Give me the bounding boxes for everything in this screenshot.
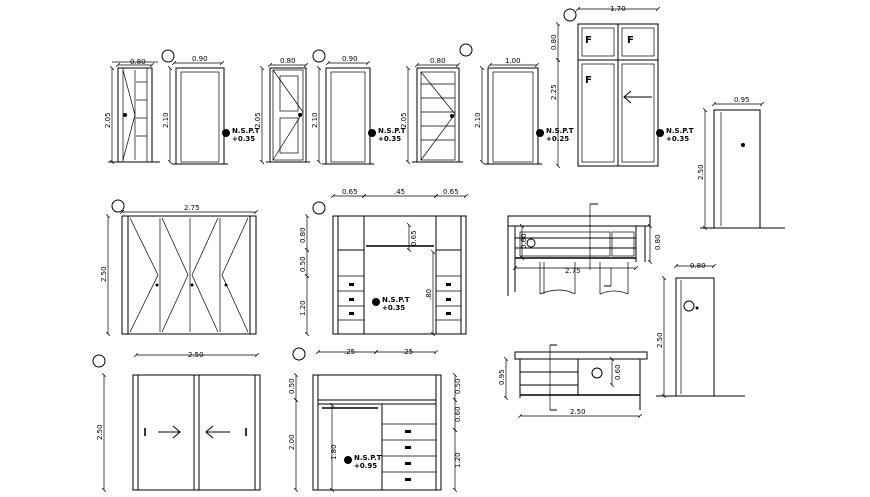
closet-width-1: 0.65 — [342, 188, 358, 196]
door-a-elevation: 0.80 2.05 — [104, 58, 160, 162]
closet-section-height-2: 0.80 — [654, 234, 662, 250]
closet-width-3: 0.65 — [443, 188, 459, 196]
door-d-width: 0.90 — [342, 55, 358, 63]
door-a-height: 2.05 — [104, 112, 112, 128]
cabinet-tall-height: 2.25 — [550, 84, 558, 100]
door-b-width: 0.90 — [192, 55, 208, 63]
door-a-width: 0.80 — [130, 58, 146, 66]
closet-bottom-level-label: N.S.P.T — [354, 454, 382, 462]
level-marker-icon — [368, 129, 376, 137]
door-f-elevation: 1.00 2.10 N.S.P.T +0.25 — [474, 57, 574, 165]
door-c-height: 2.05 — [254, 112, 262, 128]
closet-bottom-left-height-1: 0.50 — [288, 378, 296, 394]
closet-elevation: 0.65 .45 0.65 0.80 0.50 1.20 0.65 .80 — [299, 188, 466, 334]
closet-section-width: 2.75 — [565, 267, 581, 275]
door-f-level-value: +0.25 — [546, 135, 569, 143]
section-marker-icon — [312, 49, 326, 63]
cabinet-tall-level-value: +0.35 — [666, 135, 689, 143]
closet-bottom-width-2: .25 — [402, 348, 413, 356]
level-marker-icon — [536, 129, 544, 137]
folding-wardrobe-width: 2.75 — [184, 204, 200, 212]
folding-wardrobe-elevation: 2.75 2.50 — [100, 199, 256, 334]
closet-width-2: .45 — [394, 188, 405, 196]
counter-width: 2.50 — [570, 408, 586, 416]
door-b-height: 2.10 — [162, 112, 170, 128]
closet-bottom-elevation: .25 .25 0.50 2.00 1.80 0.50 0.60 1.20 N.… — [288, 347, 462, 490]
sliding-wardrobe-width: 2.50 — [188, 351, 204, 359]
closet-left-height-2: 0.50 — [299, 256, 307, 272]
section-marker-icon — [683, 300, 695, 312]
door-d-elevation: 0.90 2.10 N.S.P.T +0.35 — [311, 49, 406, 165]
door-small-width: 0.80 — [690, 262, 706, 270]
door-small-height: 2.50 — [656, 332, 664, 348]
section-marker-icon — [292, 347, 306, 361]
closet-section-height-1: 0.60 — [520, 233, 528, 249]
cabinet-tall-width: 1.70 — [610, 5, 626, 13]
cabinet-tall-top-height: 0.80 — [550, 34, 558, 50]
door-f-level-label: N.S.P.T — [546, 127, 574, 135]
level-marker-icon — [372, 298, 380, 306]
level-marker-icon — [656, 129, 664, 137]
section-marker-icon — [459, 43, 473, 57]
door-small-elevation: 0.80 2.50 — [656, 262, 745, 396]
section-marker-icon — [312, 201, 326, 215]
counter-elevation: 0.95 0.60 2.50 — [498, 344, 648, 416]
cabinet-tall-panel-1: F — [585, 35, 592, 46]
section-marker-icon — [161, 49, 175, 63]
closet-bottom-left-height-2: 2.00 — [288, 434, 296, 450]
door-e-width: 0.80 — [430, 57, 446, 65]
door-f-width: 1.00 — [505, 57, 521, 65]
door-d-level-label: N.S.P.T — [378, 127, 406, 135]
door-right-width: 0.95 — [734, 96, 750, 104]
closet-bottom-right-height-2: 0.60 — [454, 406, 462, 422]
door-b-level-label: N.S.P.T — [232, 127, 260, 135]
door-c-width: 0.80 — [280, 57, 296, 65]
closet-level-value: +0.35 — [382, 304, 405, 312]
level-marker-icon — [222, 129, 230, 137]
door-e-height: 2.05 — [400, 112, 408, 128]
closet-right-height-1: 0.65 — [410, 230, 418, 246]
cabinet-tall-elevation: 1.70 0.80 2.25 F F F N.S.P.T +0.35 — [550, 5, 694, 166]
level-marker-icon — [344, 456, 352, 464]
door-d-level-value: +0.35 — [378, 135, 401, 143]
door-c-elevation: 0.80 2.05 — [254, 57, 310, 162]
section-marker-icon — [92, 354, 106, 368]
counter-height-left: 0.95 — [498, 369, 506, 385]
closet-bottom-left-height-3: 1.80 — [330, 444, 338, 460]
door-e-elevation: 0.80 2.05 — [400, 43, 473, 162]
closet-right-height-2: .80 — [425, 289, 433, 300]
closet-left-height-1: 0.80 — [299, 227, 307, 243]
door-right-height: 2.50 — [697, 164, 705, 180]
cabinet-tall-level-label: N.S.P.T — [666, 127, 694, 135]
section-marker-icon — [526, 238, 536, 248]
door-right-elevation: 0.95 2.50 — [697, 96, 785, 228]
folding-wardrobe-height: 2.50 — [100, 266, 108, 282]
door-f-height: 2.10 — [474, 112, 482, 128]
door-b-level-value: +0.35 — [232, 135, 255, 143]
cabinet-tall-panel-2: F — [627, 35, 634, 46]
section-marker-icon — [563, 8, 577, 22]
closet-bottom-right-height-1: 0.50 — [454, 378, 462, 394]
door-b-elevation: 0.90 2.10 N.S.P.T +0.35 — [161, 49, 260, 165]
section-marker-icon — [591, 367, 603, 379]
sliding-wardrobe-height: 2.50 — [96, 424, 104, 440]
sliding-wardrobe-elevation: 2.50 2.50 — [92, 351, 261, 490]
closet-section: 0.60 0.80 2.75 — [507, 203, 662, 296]
section-marker-icon — [111, 199, 125, 213]
counter-height-inner: 0.60 — [614, 364, 622, 380]
closet-level-label: N.S.P.T — [382, 296, 410, 304]
door-d-height: 2.10 — [311, 112, 319, 128]
closet-bottom-width-1: .25 — [344, 348, 355, 356]
cabinet-tall-panel-3: F — [585, 75, 592, 86]
closet-bottom-right-height-3: 1.20 — [454, 452, 462, 468]
closet-bottom-level-value: +0.95 — [354, 462, 377, 470]
closet-left-height-3: 1.20 — [299, 300, 307, 316]
